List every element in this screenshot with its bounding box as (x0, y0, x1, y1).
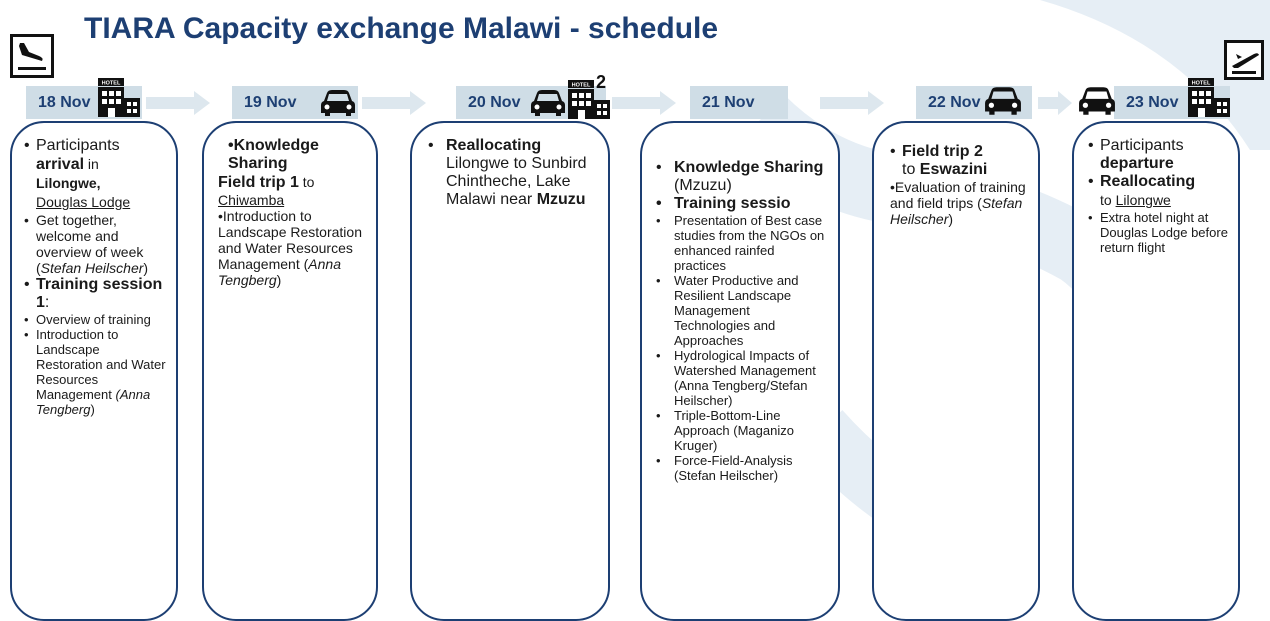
arrow-3 (612, 91, 676, 115)
arrow-4 (820, 91, 884, 115)
date-label: 18 Nov (38, 94, 91, 111)
list-item: Field trip 2to Eswazini (890, 143, 1030, 179)
car-icon (985, 87, 1021, 115)
list-item: Force-Field-Analysis (Stefan Heilscher) (656, 453, 828, 483)
list-item: Training session 1: (24, 276, 168, 312)
day-items: Participants arrival inLilongwe,Douglas … (24, 137, 168, 417)
plane-arrival-icon (10, 34, 54, 83)
plane-departure-icon (1224, 40, 1264, 85)
list-item: Presentation of Best case studies from t… (656, 213, 828, 273)
list-item: Get together, welcome and overview of we… (24, 212, 168, 276)
list-item: Introduction to Landscape Restoration an… (24, 327, 168, 417)
hotel-icon: HOTEL (1188, 78, 1230, 117)
day-card-20-nov: Reallocating Lilongwe to Sunbird Chinthe… (410, 121, 610, 621)
list-item: Knowledge Sharing (Mzuzu) (656, 159, 828, 195)
list-item: Triple-Bottom-Line Approach (Maganizo Kr… (656, 408, 828, 453)
hotel-count-badge: 2 (596, 72, 607, 92)
list-item: Extra hotel night at Douglas Lodge befor… (1088, 210, 1230, 255)
arrow-5 (1038, 91, 1072, 115)
day-items: Field trip 2to Eswazini (890, 143, 1030, 179)
date-tab-21-nov: 21 Nov (690, 86, 788, 119)
evaluation-text: •Evaluation of training and field trips … (890, 179, 1026, 227)
page-title: TIARA Capacity exchange Malawi - schedul… (84, 12, 719, 45)
hotel-sign-text: HOTEL (1192, 81, 1211, 87)
date-label: 21 Nov (702, 94, 755, 111)
list-item: Overview of training (24, 312, 168, 327)
day-card-22-nov: Field trip 2to Eswazini •Evaluation of t… (872, 121, 1040, 621)
list-item: Water Productive and Resilient Landscape… (656, 273, 828, 348)
date-label: 22 Nov (928, 94, 981, 111)
field-trip-line: Field trip 1 to (218, 174, 315, 191)
list-item: Reallocating Lilongwe to Sunbird Chinthe… (428, 137, 598, 209)
car-icon (321, 90, 355, 116)
day-items: Knowledge Sharing (Mzuzu) Training sessi… (656, 159, 828, 483)
hotel-sign-text: HOTEL (102, 81, 121, 87)
day-card-21-nov: Knowledge Sharing (Mzuzu) Training sessi… (640, 121, 840, 621)
session-heading: •Knowledge Sharing (228, 137, 319, 172)
date-label: 19 Nov (244, 94, 297, 111)
list-item: Training sessio (656, 195, 828, 213)
hotel-icon: HOTEL (568, 80, 610, 119)
car-icon (531, 90, 565, 116)
list-item: Hydrological Impacts of Watershed Manage… (656, 348, 828, 408)
car-icon (1079, 87, 1115, 115)
hotel-icon: HOTEL (98, 78, 140, 117)
list-item: Participants departure (1088, 137, 1230, 173)
location-link: Chiwamba (218, 192, 285, 208)
day-card-19-nov: •Knowledge Sharing Field trip 1 to Chiwa… (202, 121, 378, 621)
day-items: Reallocating Lilongwe to Sunbird Chinthe… (428, 137, 598, 209)
list-item: Participants arrival inLilongwe,Douglas … (24, 137, 168, 212)
date-label: 23 Nov (1126, 94, 1179, 111)
session-description: •Introduction to Landscape Restoration a… (218, 208, 362, 288)
arrow-2 (362, 91, 426, 115)
arrow-1 (146, 91, 210, 115)
day-card-18-nov: Participants arrival inLilongwe,Douglas … (10, 121, 178, 621)
hotel-sign-text: HOTEL (572, 83, 591, 89)
date-label: 20 Nov (468, 94, 521, 111)
